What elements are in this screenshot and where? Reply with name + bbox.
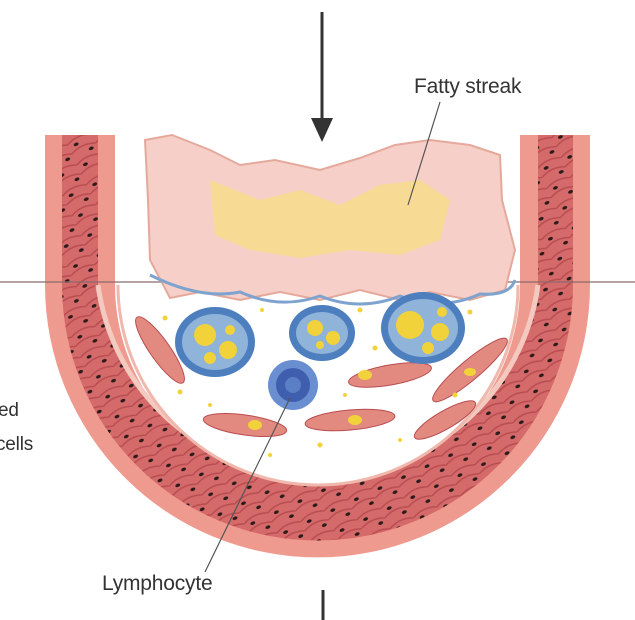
foam-cell-left	[175, 307, 255, 377]
cut-off-label-line1: ed	[0, 400, 19, 422]
lymphocyte-label: Lymphocyte	[102, 572, 212, 596]
fatty-streak-label: Fatty streak	[414, 75, 521, 99]
foam-cell-middle	[289, 305, 355, 361]
lymphocyte-cell	[268, 360, 318, 410]
foam-cell-right	[381, 292, 465, 364]
cut-off-label-line2: cells	[0, 434, 33, 456]
down-arrow-icon	[311, 12, 333, 142]
